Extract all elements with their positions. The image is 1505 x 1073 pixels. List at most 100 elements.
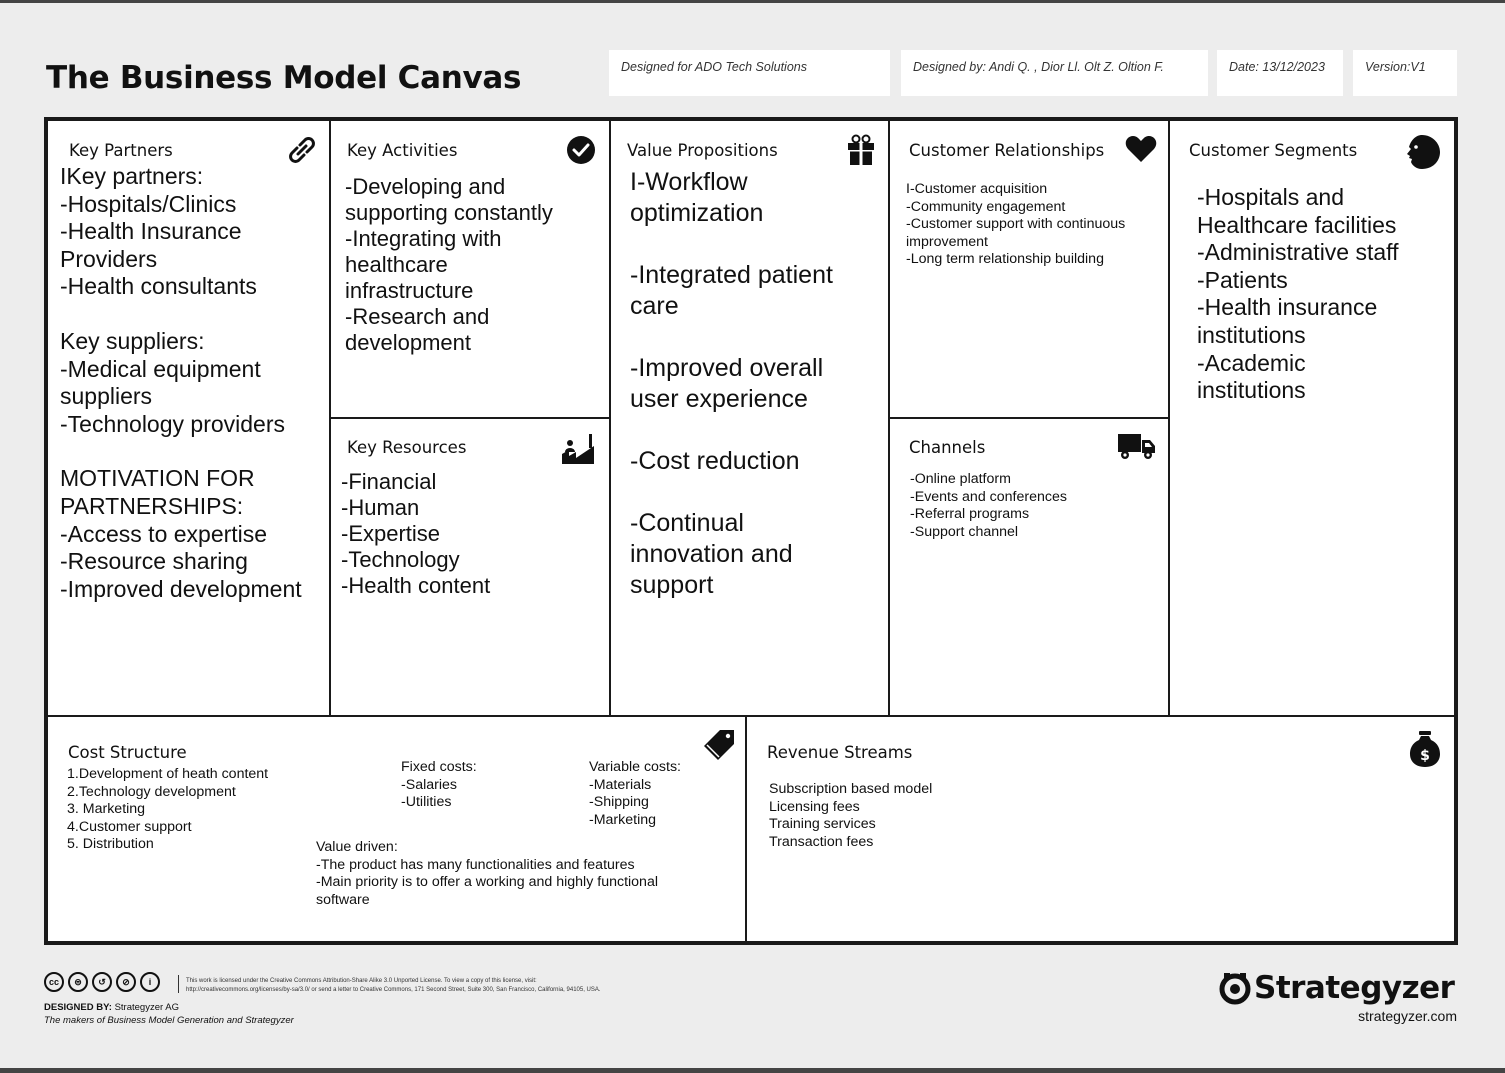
value-proposition-line: optimization (630, 199, 764, 227)
divider (329, 417, 610, 419)
divider (888, 417, 1170, 419)
strategyzer-url[interactable]: strategyzer.com (1358, 1008, 1457, 1024)
value-driven-line: -Main priority is to offer a working and… (316, 874, 658, 890)
key-resources-line: -Financial (341, 469, 437, 494)
key-resources-title: Key Resources (347, 438, 467, 457)
money-bag-icon: $ (1410, 731, 1440, 767)
value-propositions-title: Value Propositions (627, 141, 778, 160)
key-activities-line: -Integrating with (345, 226, 502, 251)
customer-relationships-line: I-Customer acquisition (906, 181, 1048, 197)
creative-commons-icons: cc ⊜ ↺ ⊘ i (44, 972, 160, 992)
truck-icon (1118, 434, 1155, 459)
designed-for-text: Designed for ADO Tech Solutions (621, 60, 807, 74)
divider (609, 121, 611, 717)
key-partners-content[interactable]: IKey partners:-Hospitals/Clinics-Health … (60, 163, 302, 603)
price-tag-icon (704, 730, 734, 760)
customer-relationships-content[interactable]: I-Customer acquisition-Community engagem… (906, 181, 1125, 269)
divider (48, 715, 1454, 717)
customer-relationships-line: -Community engagement (906, 198, 1066, 215)
date-text: Date: 13/12/2023 (1229, 60, 1325, 74)
key-partners-line: -Access to expertise (60, 520, 268, 547)
customer-relationships-line: -Long term relationship building (906, 251, 1104, 267)
date-field[interactable]: Date: 13/12/2023 (1217, 50, 1343, 96)
channels-title: Channels (909, 438, 986, 457)
key-partners-line: -Improved development (60, 575, 302, 602)
cost-item: 3. Marketing (67, 801, 146, 817)
key-partners-line (60, 301, 302, 328)
cc-by-icon: ⊜ (68, 972, 88, 992)
key-resources-line: -Health content (341, 573, 491, 598)
designed-by-label: DESIGNED BY: (44, 1002, 112, 1013)
customer-segments-line: institutions (1197, 377, 1306, 404)
version-field[interactable]: Version:V1 (1353, 50, 1457, 96)
checkmark-icon (567, 136, 595, 164)
key-activities-line: -Developing and (345, 174, 506, 199)
revenue-stream-line: Transaction fees (769, 833, 874, 850)
revenue-stream-line: Training services (769, 816, 876, 832)
customer-relationships-title: Customer Relationships (909, 141, 1105, 160)
key-activities-line: supporting constantly (345, 200, 553, 225)
value-proposition-line: -Cost reduction (630, 447, 800, 475)
variable-cost-line: -Marketing (589, 811, 657, 828)
strategyzer-logo[interactable]: Strategyzer (1218, 970, 1455, 1006)
key-partners-line: -Medical equipment (60, 355, 261, 382)
variable-cost-line: -Shipping (589, 794, 649, 810)
customer-face-icon (1407, 135, 1440, 169)
key-partners-line: -Hospitals/Clinics (60, 190, 237, 217)
designed-by-text: Designed by: Andi Q. , Dior Ll. Olt Z. O… (913, 60, 1164, 74)
fixed-cost-line: Fixed costs: (401, 759, 477, 775)
key-partners-line: -Technology providers (60, 410, 286, 437)
channels-line: -Support channel (910, 523, 1019, 540)
key-resources-content[interactable]: -Financial-Human-Expertise-Technology-He… (341, 469, 490, 599)
customer-segments-line: -Hospitals and (1197, 184, 1345, 210)
strategyzer-logo-icon (1219, 973, 1251, 1005)
key-partners-line (60, 438, 302, 465)
value-driven-line: -The product has many functionalities an… (316, 856, 635, 873)
key-partners-line: Key suppliers: (60, 327, 205, 354)
cc-attribution-icon: i (140, 972, 160, 992)
fixed-cost-line: -Salaries (401, 776, 457, 793)
value-proposition-line: care (630, 292, 679, 320)
license-line-1: This work is licensed under the Creative… (186, 978, 537, 984)
value-proposition-line: I-Workflow (630, 168, 748, 196)
fixed-costs[interactable]: Fixed costs:-Salaries-Utilities (401, 759, 477, 812)
divider (1168, 121, 1170, 717)
key-partners-line: Providers (60, 245, 158, 272)
value-proposition-line: user experience (630, 385, 808, 413)
license-line-2[interactable]: http://creativecommons.org/licenses/by-s… (186, 987, 601, 993)
key-activities-line: -Research and (345, 304, 490, 329)
value-driven-line: software (316, 891, 370, 908)
footer-divider (178, 975, 179, 993)
channels-content[interactable]: -Online platform-Events and conferences-… (910, 471, 1067, 541)
designed-by-field[interactable]: Designed by: Andi Q. , Dior Ll. Olt Z. O… (901, 50, 1208, 96)
value-proposition-item: -Cost reduction (630, 446, 833, 477)
value-proposition-line: support (630, 571, 714, 599)
key-partners-line: -Health Insurance (60, 218, 242, 245)
key-partners-line: MOTIVATION FOR (60, 465, 255, 492)
variable-cost-line: -Materials (589, 776, 652, 793)
key-resources-line: -Expertise (341, 521, 441, 546)
cost-structure-title: Cost Structure (68, 743, 187, 762)
value-proposition-line: -Continual (630, 509, 744, 537)
variable-costs[interactable]: Variable costs:-Materials-Shipping-Marke… (589, 759, 681, 829)
factory-icon (562, 434, 594, 464)
cost-item: 2.Technology development (67, 783, 236, 800)
designed-for-field[interactable]: Designed for ADO Tech Solutions (609, 50, 890, 96)
cc-nc-icon: ⊘ (116, 972, 136, 992)
customer-segments-line: -Academic (1197, 349, 1306, 376)
svg-text:$: $ (1420, 748, 1430, 764)
cc-icon: cc (44, 972, 64, 992)
page-title: The Business Model Canvas (46, 60, 522, 96)
customer-segments-line: -Administrative staff (1197, 239, 1399, 266)
link-icon (289, 137, 315, 163)
value-driven-line: Value driven: (316, 839, 398, 855)
customer-segments-line: institutions (1197, 321, 1306, 348)
value-driven[interactable]: Value driven:-The product has many funct… (316, 839, 658, 909)
version-text: Version:V1 (1365, 60, 1426, 74)
